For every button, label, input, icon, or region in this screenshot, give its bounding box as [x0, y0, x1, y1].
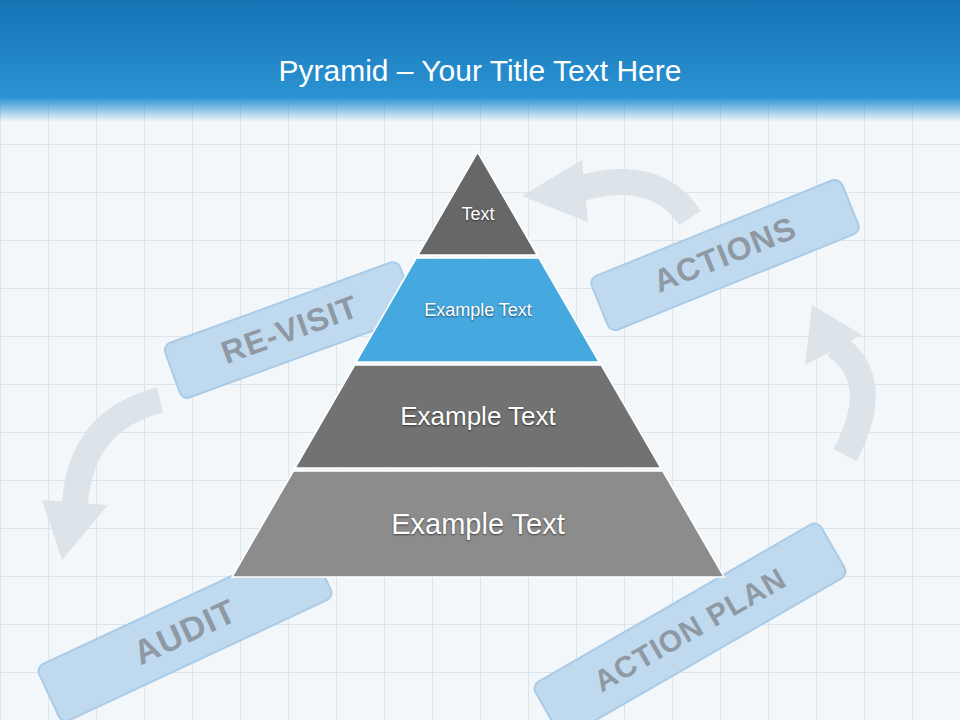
bars: [36, 178, 861, 720]
arrow-body: [75, 400, 160, 505]
level-fill: [232, 471, 724, 577]
arrow-head: [522, 160, 588, 222]
title-band: [0, 0, 960, 122]
arrow-body: [835, 345, 863, 455]
level-fill: [356, 258, 599, 362]
level-text-group: Example Text: [424, 300, 532, 321]
bar: [589, 178, 861, 333]
arrow-head: [42, 500, 108, 560]
pyramid-level: Example Text: [295, 365, 661, 468]
pyramid-level: Text: [418, 152, 537, 255]
pyramid-level: Example Text: [232, 471, 724, 577]
level-shape: [418, 152, 537, 255]
level-label: Example Text: [391, 508, 565, 541]
level-text-group: Text: [461, 204, 494, 225]
level-label: Text: [461, 204, 494, 225]
level-fill: [418, 152, 537, 255]
arrow-head: [805, 305, 862, 365]
level-label: Example Text: [424, 300, 532, 321]
arrow-body: [575, 182, 690, 218]
level-text-group: Example Text: [391, 508, 565, 541]
pyramid-level: Example Text: [356, 258, 599, 362]
slide-title: Pyramid – Your Title Text Here: [0, 54, 960, 88]
level-label: Example Text: [400, 401, 556, 432]
level-fill: [295, 365, 661, 468]
level-text-group: Example Text: [400, 401, 556, 432]
